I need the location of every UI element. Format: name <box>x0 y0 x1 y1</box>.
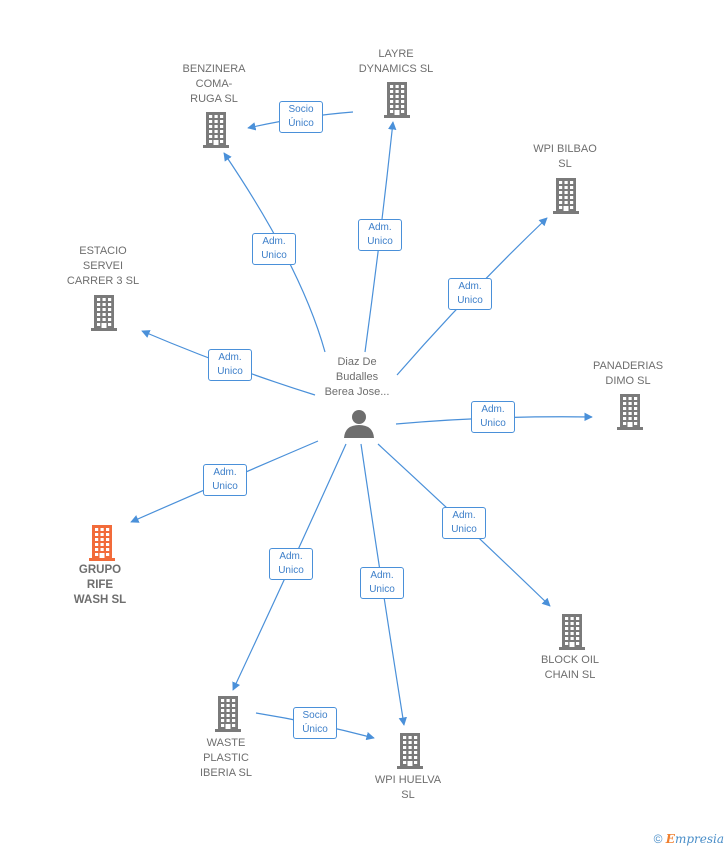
empresia-watermark: © Empresia <box>654 832 724 846</box>
brand-initial: E <box>665 832 675 846</box>
company-label-panaderias[interactable]: PANADERIAS DIMO SL <box>592 360 664 387</box>
building-icon-blockoil[interactable] <box>559 614 585 650</box>
building-icon-estacio[interactable] <box>91 295 117 331</box>
company-label-grupo[interactable]: GRUPO RIFE WASH SL <box>73 563 127 606</box>
building-icon-panaderias[interactable] <box>617 394 643 430</box>
edge-label-center-panaderias[interactable]: Adm. Unico <box>471 401 515 433</box>
edge-label-center-blockoil[interactable]: Adm. Unico <box>442 507 486 539</box>
building-icon-wpihuelva[interactable] <box>397 733 423 769</box>
edge-label-center-layre[interactable]: Adm. Unico <box>358 219 402 251</box>
company-label-waste[interactable]: WASTE PLASTIC IBERIA SL <box>200 736 252 779</box>
building-icon-grupo[interactable] <box>89 525 115 561</box>
person-name[interactable]: Diaz De Budalles Berea Jose... <box>324 356 390 398</box>
edge-label-center-grupo[interactable]: Adm. Unico <box>203 464 247 496</box>
edge-label-center-wpihuelva[interactable]: Adm. Unico <box>360 567 404 599</box>
company-label-layre[interactable]: LAYRE DYNAMICS SL <box>358 48 434 75</box>
edge-label-waste-wpihuelva[interactable]: Socio Único <box>293 707 337 739</box>
company-label-wpibilbao[interactable]: WPI BILBAO SL <box>533 143 597 170</box>
edge-label-center-wpibilbao[interactable]: Adm. Unico <box>448 278 492 310</box>
company-label-estacio[interactable]: ESTACIO SERVEI CARRER 3 SL <box>66 244 140 287</box>
building-icon-benzinera[interactable] <box>203 112 229 148</box>
building-icon-layre[interactable] <box>384 82 410 118</box>
edge-label-layre-benzinera[interactable]: Socio Único <box>279 101 323 133</box>
company-label-blockoil[interactable]: BLOCK OIL CHAIN SL <box>540 654 600 681</box>
edge-label-center-benzinera[interactable]: Adm. Unico <box>252 233 296 265</box>
building-icon-wpibilbao[interactable] <box>553 178 579 214</box>
edge-label-center-waste[interactable]: Adm. Unico <box>269 548 313 580</box>
building-icon-waste[interactable] <box>215 696 241 732</box>
company-label-benzinera[interactable]: BENZINERA COMA- RUGA SL <box>182 62 246 105</box>
edge-label-center-estacio[interactable]: Adm. Unico <box>208 349 252 381</box>
company-label-wpihuelva[interactable]: WPI HUELVA SL <box>374 774 442 801</box>
brand-name: mpresia <box>674 832 724 846</box>
copyright-icon: © <box>653 832 663 846</box>
person-icon[interactable] <box>344 410 374 438</box>
